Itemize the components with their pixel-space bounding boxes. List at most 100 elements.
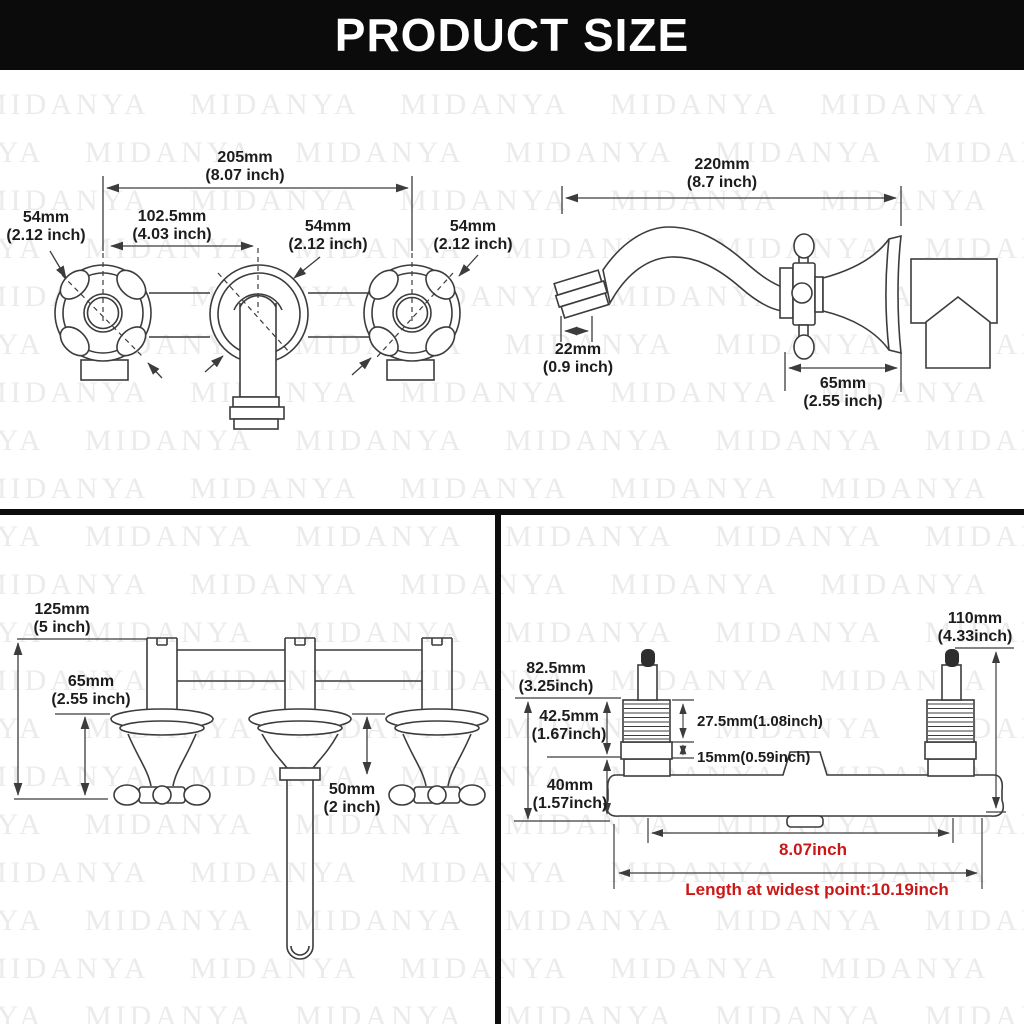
vertical-divider (495, 509, 501, 1024)
watermark-text: MIDANYA (715, 1000, 885, 1024)
watermark-text: MIDANYA (820, 952, 990, 985)
watermark-text: MIDANYA (190, 88, 360, 121)
watermark-text: MIDANYA (85, 904, 255, 937)
dim-valve-body-height: 40mm (1.57inch) (532, 777, 608, 812)
watermark-text: MIDANYA (820, 376, 990, 409)
watermark-text: MIDANYA (295, 328, 465, 361)
watermark-text: MIDANYA (820, 472, 990, 505)
watermark-text: MIDANYA (0, 712, 45, 745)
watermark-text: MIDANYA (295, 136, 465, 169)
watermark-text: MIDANYA (715, 424, 885, 457)
watermark-text: MIDANYA (400, 568, 570, 601)
page-title: PRODUCT SIZE (334, 9, 690, 61)
dim-front-center-escutcheon: 54mm (2.12 inch) (288, 218, 368, 253)
watermark-text: MIDANYA (190, 376, 360, 409)
watermark-text: MIDANYA (715, 328, 885, 361)
dim-valve-stem-to-base: 82.5mm (3.25inch) (518, 660, 594, 695)
dim-valve-total-height: 110mm (4.33inch) (937, 610, 1013, 645)
watermark-text: MIDANYA (85, 520, 255, 553)
watermark-text: MIDANYA (0, 328, 45, 361)
watermark-text: MIDANYA (505, 616, 675, 649)
watermark-text: MIDANYA (295, 904, 465, 937)
watermark-text: MIDANYA (925, 136, 1024, 169)
watermark-text: MIDANYA (295, 616, 465, 649)
title-banner: PRODUCT SIZE (0, 0, 1024, 70)
watermark-text: MIDANYA (295, 712, 465, 745)
watermark-text: MIDANYA (400, 376, 570, 409)
watermark-text: MIDANYA (820, 88, 990, 121)
dim-valve-hole-span: 8.07inch (778, 840, 848, 859)
watermark-text: MIDANYA (190, 952, 360, 985)
watermark-text: MIDANYA (820, 568, 990, 601)
watermark-text: MIDANYA (610, 664, 780, 697)
watermark-text: MIDANYA (85, 808, 255, 841)
dim-side-spout-tip: 22mm (0.9 inch) (542, 341, 614, 376)
watermark-text: MIDANYA (0, 376, 150, 409)
dim-top-total-depth: 125mm (5 inch) (33, 601, 91, 636)
watermark-text: MIDANYA (505, 424, 675, 457)
watermark-text: MIDANYA (715, 520, 885, 553)
watermark-text: MIDANYA (610, 472, 780, 505)
watermark-text: MIDANYA (0, 424, 45, 457)
dim-valve-upper-section: 42.5mm (1.67inch) (531, 708, 607, 743)
watermark-text: MIDANYA (505, 904, 675, 937)
dim-valve-widest-point: Length at widest point:10.19inch (685, 880, 949, 899)
watermark-text: MIDANYA (85, 1000, 255, 1024)
watermark-text: MIDANYA (0, 856, 150, 889)
watermark-text: MIDANYA (925, 232, 1024, 265)
dim-top-spout-drop: 50mm (2 inch) (323, 781, 381, 816)
dim-top-handle-depth: 65mm (2.55 inch) (51, 673, 131, 708)
dim-front-right-handle: 54mm (2.12 inch) (433, 218, 513, 253)
watermark-text: MIDANYA (925, 616, 1024, 649)
dim-side-spout-reach: 220mm (8.7 inch) (686, 156, 758, 191)
watermark-text: MIDANYA (715, 616, 885, 649)
watermark-text: MIDANYA (400, 952, 570, 985)
watermark-text: MIDANYA (400, 472, 570, 505)
watermark-text: MIDANYA (610, 280, 780, 313)
watermark-text: MIDANYA (85, 616, 255, 649)
watermark-text: MIDANYA (85, 328, 255, 361)
watermark-text: MIDANYA (85, 424, 255, 457)
watermark-text: MIDANYA (610, 376, 780, 409)
watermark-text: MIDANYA (610, 952, 780, 985)
dim-front-overall-width: 205mm (8.07 inch) (205, 149, 285, 184)
watermark-text: MIDANYA (0, 88, 150, 121)
watermark-text: MIDANYA (0, 568, 150, 601)
watermark-text: MIDANYA (0, 904, 45, 937)
watermark-text: MIDANYA (0, 664, 150, 697)
watermark-text: MIDANYA (0, 472, 150, 505)
watermark-text: MIDANYA (190, 280, 360, 313)
watermark-text: MIDANYA (715, 232, 885, 265)
horizontal-divider (0, 509, 1024, 515)
watermark-text: MIDANYA (925, 424, 1024, 457)
watermark-text: MIDANYA (0, 760, 150, 793)
watermark-text: MIDANYA (0, 1000, 45, 1024)
watermark-text: MIDANYA (295, 232, 465, 265)
watermark-text: MIDANYA (0, 808, 45, 841)
watermark-text: MIDANYA (610, 568, 780, 601)
watermark-text: MIDANYA (505, 520, 675, 553)
watermark-text: MIDANYA (295, 520, 465, 553)
dim-front-left-handle: 54mm (2.12 inch) (6, 209, 86, 244)
watermark-text: MIDANYA (0, 280, 150, 313)
dim-valve-thread-length: 27.5mm(1.08inch) (697, 713, 823, 730)
watermark-text: MIDANYA (715, 136, 885, 169)
watermark-text: MIDANYA (715, 808, 885, 841)
watermark-text: MIDANYA (715, 712, 885, 745)
watermark-text: MIDANYA (820, 760, 990, 793)
watermark-text: MIDANYA (295, 424, 465, 457)
watermark-text: MIDANYA (505, 232, 675, 265)
watermark-text: MIDANYA (505, 136, 675, 169)
watermark-text: MIDANYA (295, 1000, 465, 1024)
watermark-text: MIDANYA (610, 88, 780, 121)
watermark-text: MIDANYA (0, 232, 45, 265)
dim-front-center-to-handle: 102.5mm (4.03 inch) (132, 208, 212, 243)
watermark-text: MIDANYA (925, 328, 1024, 361)
watermark-text: MIDANYA (400, 184, 570, 217)
watermark-text: MIDANYA (190, 856, 360, 889)
watermark-text: MIDANYA (820, 664, 990, 697)
watermark-text: MIDANYA (190, 472, 360, 505)
watermark-text: MIDANYA (400, 280, 570, 313)
